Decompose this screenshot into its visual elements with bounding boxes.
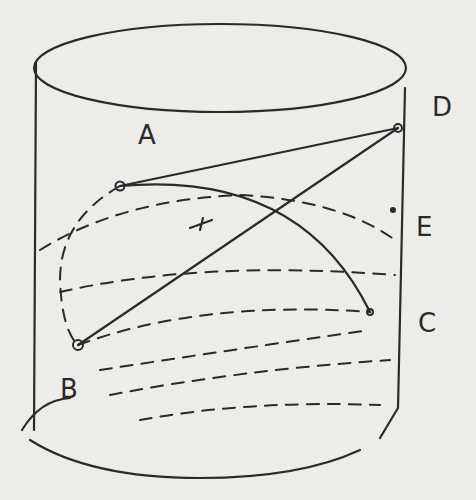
segment-bd: [78, 128, 398, 345]
point-e: [390, 207, 396, 213]
point-b: [73, 340, 83, 350]
right-side: [380, 88, 405, 438]
hidden-circle-top: [40, 195, 395, 250]
hidden-arc-ab: [60, 186, 120, 345]
arc-ac: [120, 184, 370, 312]
point-a: [116, 182, 125, 191]
left-side: [34, 62, 36, 430]
top-ellipse: [34, 24, 406, 112]
point-label: E: [416, 214, 432, 240]
bottom-arc: [22, 398, 360, 478]
hidden-arc-bc: [78, 309, 370, 345]
hidden-band: [60, 270, 395, 292]
point-c: [367, 309, 373, 315]
point-d: [394, 124, 402, 132]
hidden-ellipse: [110, 360, 390, 395]
tick-mark: [190, 218, 212, 230]
point-label: B: [60, 376, 78, 402]
point-label: C: [418, 310, 436, 336]
point-label: A: [138, 122, 156, 148]
point-label: D: [432, 94, 452, 120]
hidden-bottom: [140, 404, 380, 420]
